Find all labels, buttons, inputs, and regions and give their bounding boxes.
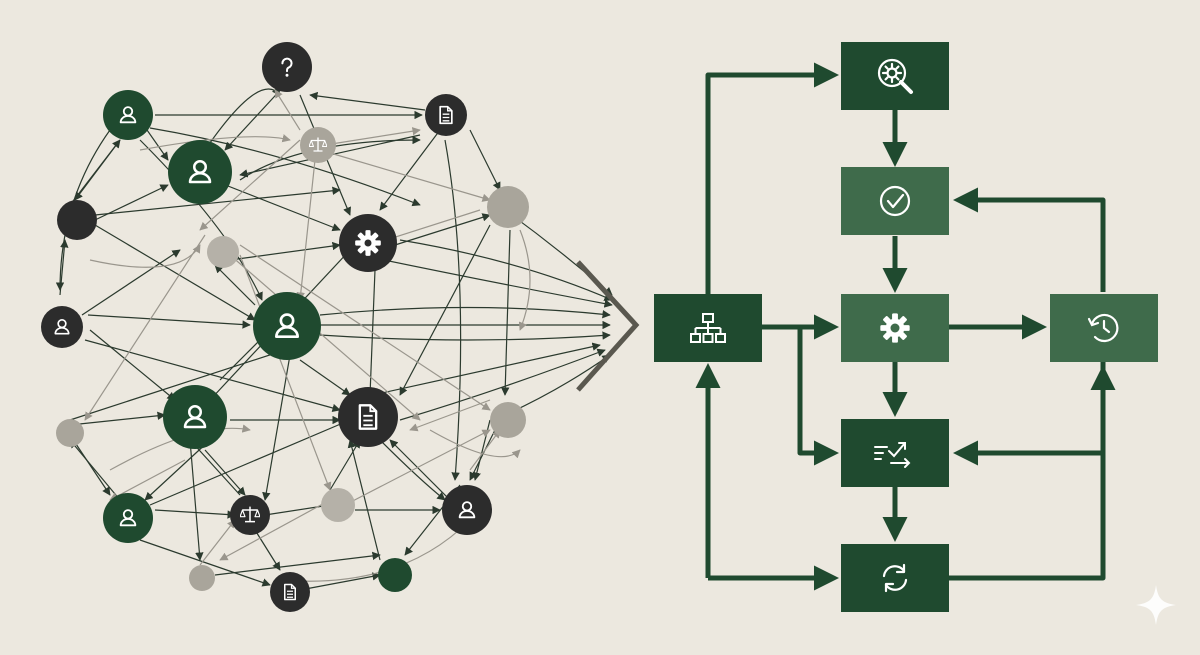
person-node xyxy=(41,306,83,348)
person-node xyxy=(163,385,227,449)
history-process-box xyxy=(1050,294,1158,362)
person-node xyxy=(103,90,153,140)
search-process-box xyxy=(841,42,949,110)
blank-node xyxy=(321,488,355,522)
blank-node xyxy=(57,200,97,240)
blank-node xyxy=(487,186,529,228)
document-node xyxy=(425,94,467,136)
check-process-box xyxy=(841,167,949,235)
flow-connectors xyxy=(695,62,1116,591)
blank-node xyxy=(56,419,84,447)
gear-icon xyxy=(355,230,381,256)
convergence-chevron xyxy=(576,260,640,392)
document-node xyxy=(270,572,310,612)
gear-process-box xyxy=(841,294,949,362)
refresh-process-box xyxy=(841,544,949,612)
question-node xyxy=(262,42,312,92)
blank-node xyxy=(490,402,526,438)
blank-node xyxy=(189,565,215,591)
person-node xyxy=(103,493,153,543)
network-edges xyxy=(55,84,613,591)
scales-node xyxy=(230,495,270,535)
sort-check-icon xyxy=(874,442,911,468)
sort-process-box xyxy=(841,419,949,487)
network-nodes xyxy=(41,42,529,612)
history-clock-icon xyxy=(1087,313,1119,343)
hierarchy-icon xyxy=(690,313,726,343)
person-node xyxy=(442,485,492,535)
refresh-icon xyxy=(882,563,908,593)
blank-node xyxy=(378,558,412,592)
flow-boxes xyxy=(654,42,1158,612)
check-circle-icon xyxy=(879,185,911,217)
document-node xyxy=(338,387,398,447)
search-gear-icon xyxy=(877,58,913,94)
person-node xyxy=(168,140,232,204)
sparkle-icon xyxy=(1136,585,1176,625)
blank-node xyxy=(207,236,239,268)
person-node xyxy=(253,292,321,360)
scales-node xyxy=(300,127,336,163)
gear-node xyxy=(339,214,397,272)
hierarchy-process-box xyxy=(654,294,762,362)
